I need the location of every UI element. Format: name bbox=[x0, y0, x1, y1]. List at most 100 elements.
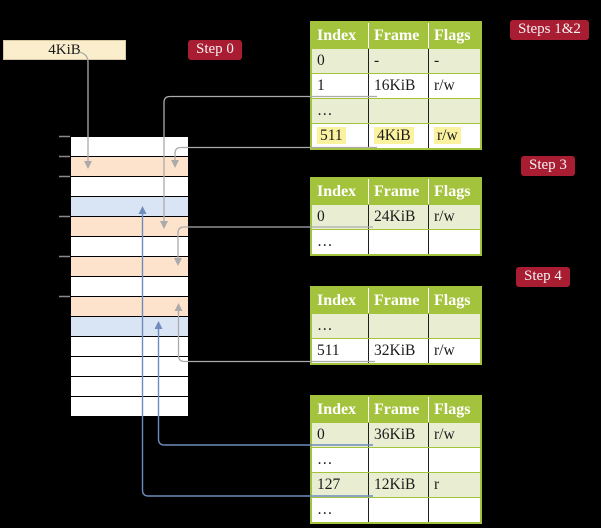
page-table-1: Index Frame Flags 0 - - 1 16KiB r/w … 51… bbox=[310, 21, 482, 150]
cell-frame: 32KiB bbox=[368, 339, 428, 363]
page-table-4: Index Frame Flags 0 36KiB r/w … 127 12Ki… bbox=[310, 395, 482, 524]
cell-index: … bbox=[312, 99, 368, 123]
memory-row-white bbox=[71, 177, 188, 197]
cell-index: … bbox=[312, 448, 368, 472]
memory-address-ticks bbox=[59, 135, 70, 298]
cell-flags: r/w bbox=[428, 205, 480, 229]
table-row: 0 - - bbox=[312, 48, 480, 73]
cell-frame: 16KiB bbox=[368, 74, 428, 98]
cell-index: … bbox=[312, 314, 368, 338]
memory-row-orange bbox=[71, 217, 188, 237]
column-header-frame: Frame bbox=[368, 397, 428, 422]
cell-frame bbox=[368, 99, 428, 123]
column-header-frame: Frame bbox=[368, 23, 428, 48]
column-header-flags: Flags bbox=[428, 23, 480, 48]
cell-text: 0 bbox=[317, 426, 325, 443]
step-4-badge: Step 4 bbox=[516, 267, 570, 287]
cell-text-highlighted: 511 bbox=[317, 127, 346, 144]
cell-flags bbox=[428, 230, 480, 254]
column-header-flags: Flags bbox=[428, 179, 480, 204]
cell-index: … bbox=[312, 230, 368, 254]
cell-index: 0 bbox=[312, 423, 368, 447]
cell-flags: r/w bbox=[428, 124, 480, 148]
table-row: 0 24KiB r/w bbox=[312, 204, 480, 229]
cell-text: r/w bbox=[434, 426, 455, 443]
table-row-highlighted: 511 4KiB r/w bbox=[312, 123, 480, 148]
memory-row-white bbox=[71, 137, 188, 157]
cell-index: 0 bbox=[312, 205, 368, 229]
cell-text: 0 bbox=[317, 208, 325, 225]
memory-row-orange bbox=[71, 297, 188, 317]
memory-column bbox=[70, 136, 189, 417]
table-row: … bbox=[312, 447, 480, 472]
memory-row-white bbox=[71, 277, 188, 297]
step-0-badge: Step 0 bbox=[188, 40, 242, 60]
memory-row-orange bbox=[71, 257, 188, 277]
cell-flags bbox=[428, 99, 480, 123]
cell-flags bbox=[428, 448, 480, 472]
column-header-flags: Flags bbox=[428, 288, 480, 313]
cell-frame: 24KiB bbox=[368, 205, 428, 229]
cell-index: 1 bbox=[312, 74, 368, 98]
table-4-header-row: Index Frame Flags bbox=[312, 397, 480, 422]
cell-flags: r/w bbox=[428, 423, 480, 447]
cell-text: 24KiB bbox=[374, 208, 416, 225]
cell-flags: r/w bbox=[428, 339, 480, 363]
cell-text: 1 bbox=[317, 77, 325, 94]
table-row: 1 16KiB r/w bbox=[312, 73, 480, 98]
cell-text-highlighted: 4KiB bbox=[374, 127, 414, 144]
cell-text: r bbox=[434, 476, 440, 493]
cell-flags: r/w bbox=[428, 74, 480, 98]
cell-index: 511 bbox=[312, 339, 368, 363]
cell-text: … bbox=[317, 102, 333, 119]
table-row: … bbox=[312, 98, 480, 123]
steps-1-2-badge: Steps 1&2 bbox=[510, 20, 589, 40]
cell-index: 127 bbox=[312, 473, 368, 497]
cell-text: 0 bbox=[317, 52, 325, 69]
cell-text: r/w bbox=[434, 342, 455, 359]
step-3-badge: Step 3 bbox=[521, 156, 575, 176]
cell-index: 0 bbox=[312, 49, 368, 73]
cell-frame: - bbox=[368, 49, 428, 73]
cell-text: … bbox=[317, 317, 333, 334]
cell-flags: r bbox=[428, 473, 480, 497]
column-header-frame: Frame bbox=[368, 179, 428, 204]
table-1-header-row: Index Frame Flags bbox=[312, 23, 480, 48]
page-table-3: Index Frame Flags … 511 32KiB r/w bbox=[310, 286, 482, 365]
memory-row-orange bbox=[71, 157, 188, 177]
cell-text: 32KiB bbox=[374, 342, 416, 359]
table-row: … bbox=[312, 313, 480, 338]
cell-frame bbox=[368, 314, 428, 338]
cell-text: 16KiB bbox=[374, 77, 416, 94]
cell-text: r/w bbox=[434, 208, 455, 225]
cell-text: 36KiB bbox=[374, 426, 416, 443]
table-row: 127 12KiB r bbox=[312, 472, 480, 497]
cell-frame: 36KiB bbox=[368, 423, 428, 447]
frame-address-box: 4KiB bbox=[3, 40, 126, 60]
cell-index: 511 bbox=[312, 124, 368, 148]
column-header-index: Index bbox=[317, 183, 357, 200]
cell-frame: 4KiB bbox=[368, 124, 428, 148]
cell-text-highlighted: r/w bbox=[434, 127, 461, 144]
cell-flags: - bbox=[428, 49, 480, 73]
cell-text: … bbox=[317, 233, 333, 250]
cell-text: … bbox=[317, 451, 333, 468]
memory-row-white bbox=[71, 237, 188, 257]
column-header-index: Index bbox=[317, 401, 357, 418]
cell-frame bbox=[368, 498, 428, 522]
table-2-header-row: Index Frame Flags bbox=[312, 179, 480, 204]
cell-text: - bbox=[374, 52, 380, 69]
table-3-header-row: Index Frame Flags bbox=[312, 288, 480, 313]
memory-row-blue bbox=[71, 197, 188, 217]
cell-frame bbox=[368, 230, 428, 254]
arrow-table1-entry511-to-memory bbox=[171, 146, 377, 168]
memory-row-white bbox=[71, 377, 188, 397]
memory-row-blue bbox=[71, 317, 188, 337]
cell-text: 127 bbox=[317, 476, 341, 493]
cell-index: … bbox=[312, 498, 368, 522]
cell-frame: 12KiB bbox=[368, 473, 428, 497]
table-row: … bbox=[312, 229, 480, 254]
cell-flags bbox=[428, 498, 480, 522]
cell-text: … bbox=[317, 501, 333, 518]
